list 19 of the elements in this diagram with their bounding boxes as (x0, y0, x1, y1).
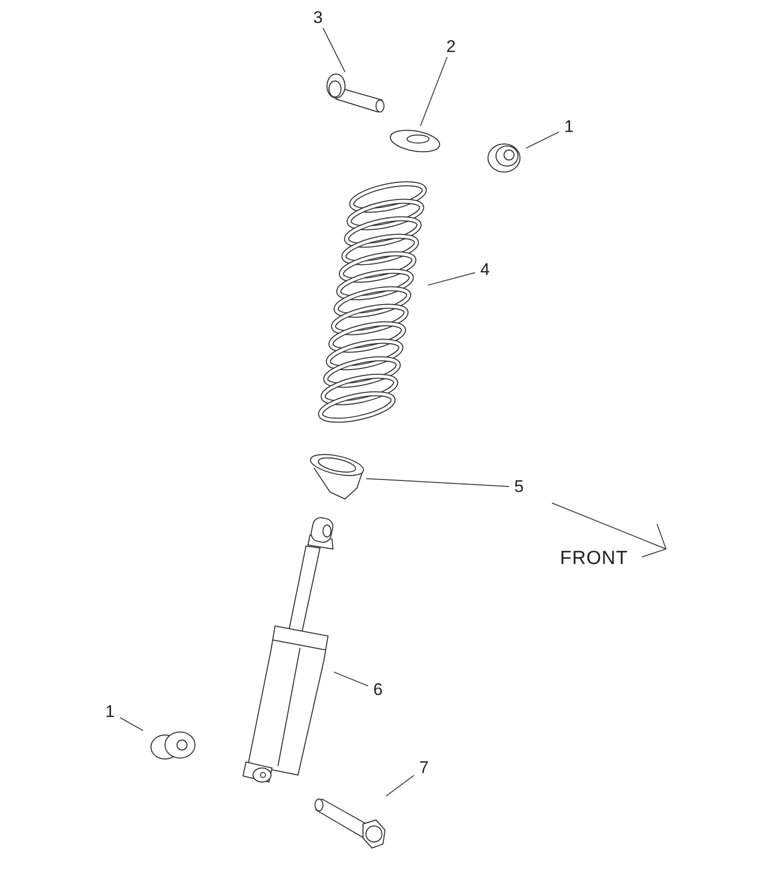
callout-number: 2 (445, 37, 457, 57)
callout-number: 4 (479, 260, 491, 280)
leader-line (322, 28, 346, 72)
leader-line (428, 272, 476, 286)
direction-label: FRONT (560, 548, 628, 570)
callout-number: 6 (372, 680, 384, 700)
leader-line (366, 478, 510, 487)
leader-line (420, 56, 448, 126)
callout-number: 7 (418, 758, 430, 778)
callout-number: 1 (563, 117, 575, 137)
leader-line (120, 717, 144, 732)
callout-number: 1 (104, 702, 116, 722)
part-drawing (325, 72, 385, 112)
callout-number: 5 (513, 477, 525, 497)
leader-line (386, 774, 414, 797)
leader-line (526, 131, 560, 149)
part-drawing (308, 454, 366, 500)
leader-line (334, 672, 368, 686)
callout-number: 3 (312, 8, 324, 28)
